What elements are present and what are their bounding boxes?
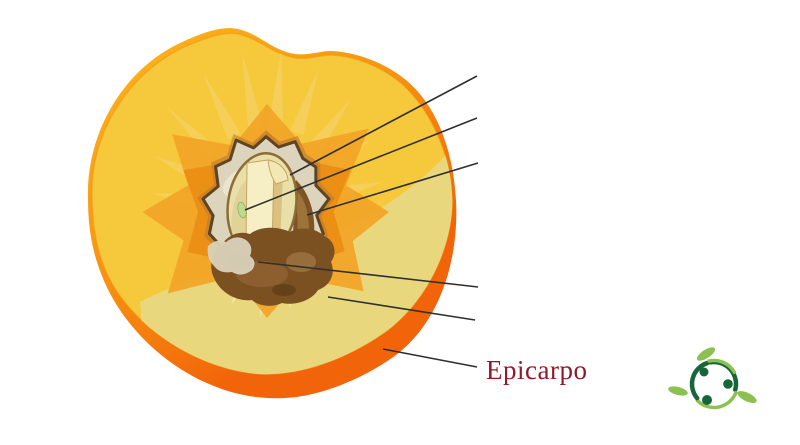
callout-line xyxy=(327,296,476,321)
callout-line xyxy=(289,75,478,176)
callout-line xyxy=(257,261,479,288)
flesh-ray xyxy=(311,98,352,150)
green-leaf-circle-logo xyxy=(668,347,757,410)
logo-leaf-icon xyxy=(737,391,757,403)
pit-brown-base xyxy=(207,227,335,306)
flesh-ray xyxy=(242,52,263,129)
logo-arc xyxy=(707,358,737,374)
pit-endocarp xyxy=(197,130,335,306)
logo-leaf-icon xyxy=(668,386,688,396)
seed-core-shade xyxy=(272,167,283,248)
logo-swirl-arcs xyxy=(689,358,739,410)
callout-line xyxy=(382,348,478,368)
logo-dot xyxy=(723,379,733,389)
callout-line xyxy=(306,162,479,216)
callout-line xyxy=(244,117,478,211)
callout-lines xyxy=(244,75,479,368)
flesh-ray xyxy=(203,73,241,140)
logo-arc xyxy=(689,360,710,401)
logo-dot xyxy=(702,395,712,405)
flesh-ray xyxy=(289,68,319,136)
logo-arc xyxy=(695,391,738,410)
logo-dot xyxy=(699,367,709,377)
flesh-ray xyxy=(268,48,284,128)
logo-leaf-icon xyxy=(696,347,716,361)
label-epicarpo: Epicarpo xyxy=(486,355,587,385)
seed-core-fold xyxy=(267,159,289,185)
